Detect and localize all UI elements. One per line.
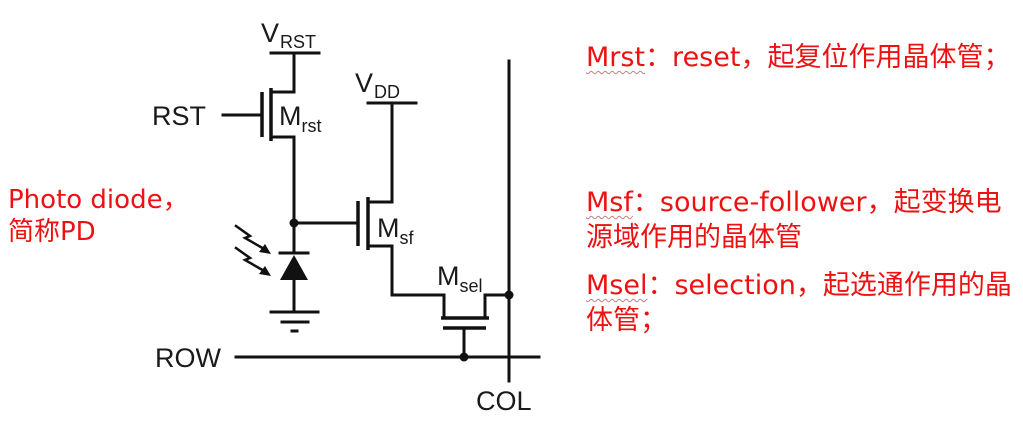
mrst-term: Mrst	[586, 42, 646, 73]
mrst-label-main: M	[279, 101, 302, 131]
col-junction-dot	[504, 290, 514, 300]
row-junction-dot	[459, 352, 469, 362]
msf-label-main: M	[377, 213, 400, 243]
light-arrow-2	[234, 246, 268, 274]
msel-label: Msel	[437, 261, 483, 296]
msf-label: Msf	[377, 213, 415, 248]
mrst-source-wire	[269, 135, 296, 225]
col-label: COL	[476, 386, 532, 416]
vrst-supply: VRST	[261, 18, 321, 55]
msf-label-sub: sf	[400, 228, 415, 248]
mrst-label-sub: rst	[302, 116, 322, 136]
row-line: ROW	[155, 343, 541, 373]
vrst-label-sub: RST	[280, 32, 316, 52]
msel-description: ：selection，起选通作用的晶体管；	[586, 270, 1012, 336]
msf-annotation: Msf：source-follower，起变换电源域作用的晶体管	[586, 185, 1016, 255]
light-arrowhead-2	[259, 266, 271, 276]
msf-drain-wire	[366, 101, 394, 204]
ground-icon	[269, 310, 320, 333]
mrst-description: ：reset，起复位作用晶体管；	[645, 42, 1011, 73]
msel-transistor: Msel	[437, 261, 511, 359]
photodiode-annotation: Photo diode， 简称PD	[8, 184, 189, 248]
vdd-label: VDD	[355, 68, 400, 102]
rst-label: RST	[152, 101, 206, 131]
mrst-drain-wire	[269, 51, 296, 94]
col-line: COL	[476, 59, 532, 416]
vdd-supply: VDD	[355, 68, 418, 105]
msf-term: Msf	[586, 187, 633, 218]
vrst-label-main: V	[261, 18, 279, 48]
light-arrowhead-1	[259, 244, 271, 254]
photodiode-annotation-line1: Photo diode，	[8, 185, 189, 215]
msel-label-main: M	[437, 261, 460, 291]
row-label: ROW	[155, 343, 222, 373]
msel-drain-wire	[483, 293, 511, 320]
vdd-label-main: V	[355, 68, 373, 98]
mrst-label: Mrst	[279, 101, 322, 136]
pd-anode-triangle	[280, 255, 308, 280]
msel-term: Msel	[586, 270, 648, 301]
msf-source-wire	[366, 244, 446, 320]
photodiode	[234, 221, 310, 314]
photodiode-annotation-line2: 简称PD	[8, 217, 96, 247]
vdd-label-sub: DD	[374, 82, 400, 102]
light-arrow-1	[234, 224, 268, 252]
vrst-label: VRST	[261, 18, 316, 52]
msf-description: ：source-follower，起变换电源域作用的晶体管	[586, 187, 1002, 253]
mrst-annotation: Mrst：reset，起复位作用晶体管；	[586, 40, 1016, 75]
mrst-transistor: RST Mrst	[152, 51, 322, 225]
msf-transistor: Msf	[292, 101, 446, 320]
msel-label-sub: sel	[460, 276, 483, 296]
light-arrows-icon	[234, 224, 271, 276]
msel-annotation: Msel：selection，起选通作用的晶体管；	[586, 268, 1016, 338]
